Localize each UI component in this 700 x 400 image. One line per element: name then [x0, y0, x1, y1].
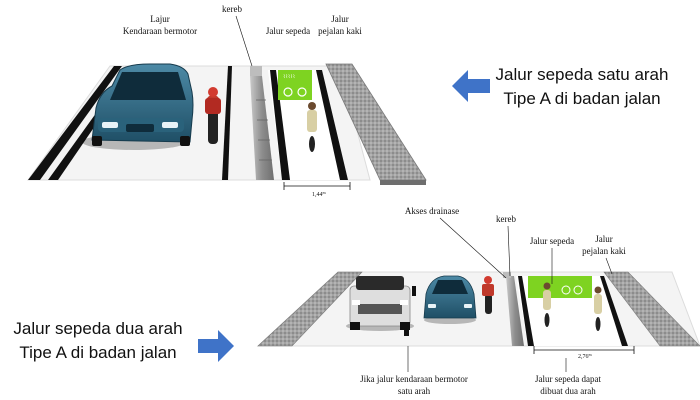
top-label-sidewalk-2: pejalan kaki	[318, 26, 362, 36]
bottom-label-sidewalk-2: pejalan kaki	[582, 246, 626, 256]
bottom-width-dimension: 2,76m	[533, 346, 635, 360]
bottom-sidewalk-leader	[605, 257, 613, 275]
bottom-width-value: 2,76	[578, 354, 589, 360]
top-diagram: ⌇⌇⌇⌇⌇ 1,44m Lajur Kendaraan bermotor ker…	[27, 4, 669, 198]
top-car	[82, 63, 194, 150]
top-label-bike-lane: Jalur sepeda	[266, 26, 310, 36]
top-width-value: 1,44	[312, 192, 323, 198]
bottom-label-kerb: kereb	[496, 214, 516, 224]
bottom-car	[423, 275, 477, 324]
svg-text:⌇⌇⌇⌇⌇: ⌇⌇⌇⌇⌇	[283, 74, 295, 80]
bottom-note-right-line2: dibuat dua arah	[540, 386, 596, 396]
top-width-unit: m	[323, 190, 327, 195]
top-lane-marking-center	[222, 66, 232, 180]
top-kerb-leader	[235, 15, 253, 67]
svg-text:1,44m: 1,44m	[312, 190, 327, 198]
bottom-cyclist-1	[543, 282, 551, 327]
bottom-note-right-line1: Jalur sepeda dapat	[535, 374, 601, 384]
bottom-kerb-leader	[507, 225, 511, 277]
bottom-width-unit: m	[589, 352, 593, 357]
bottom-kerb	[503, 272, 524, 346]
bottom-diagram: 2,76m Jika jalur kendaraan bermotor satu…	[13, 206, 700, 396]
bottom-caption-line2: Tipe A di badan jalan	[19, 343, 176, 362]
top-sidewalk	[325, 63, 427, 185]
top-caption-arrow-icon	[452, 70, 490, 102]
bottom-note-left-line2: satu arah	[398, 386, 431, 396]
bottom-cyclist-2	[594, 286, 602, 331]
bottom-right-sidewalk	[603, 271, 700, 347]
svg-text:2,76m: 2,76m	[578, 352, 593, 360]
top-label-sidewalk-1: Jalur	[331, 14, 349, 24]
bottom-drainage-leader	[439, 217, 507, 279]
top-label-motor-lane-1: Lajur	[150, 14, 170, 24]
top-bike-lane: ⌇⌇⌇⌇⌇	[268, 70, 348, 180]
top-label-motor-lane-2: Kendaraan bermotor	[123, 26, 197, 36]
top-width-dimension: 1,44m	[283, 182, 351, 198]
bottom-caption-line1: Jalur sepeda dua arah	[13, 319, 182, 338]
top-kerb	[250, 66, 274, 180]
top-lane-marking-left	[28, 66, 122, 180]
bottom-label-bike-lane: Jalur sepeda	[530, 236, 574, 246]
bottom-motorcycle	[482, 276, 494, 314]
bottom-label-sidewalk-1: Jalur	[595, 234, 613, 244]
top-caption-line1: Jalur sepeda satu arah	[496, 65, 669, 84]
bottom-note-left-line1: Jika jalur kendaraan bermotor	[360, 374, 468, 384]
bottom-bike-lane	[516, 276, 628, 346]
top-label-kerb: kereb	[222, 4, 242, 14]
bottom-caption-arrow-icon	[198, 330, 234, 362]
bottom-label-drainage: Akses drainase	[405, 206, 459, 216]
bottom-left-sidewalk	[257, 271, 363, 347]
bottom-pickup-truck	[346, 276, 414, 331]
top-cyclist	[307, 102, 317, 152]
top-motorcycle	[205, 87, 221, 144]
bottom-lane-dash-2	[412, 286, 416, 296]
top-caption-line2: Tipe A di badan jalan	[503, 89, 660, 108]
